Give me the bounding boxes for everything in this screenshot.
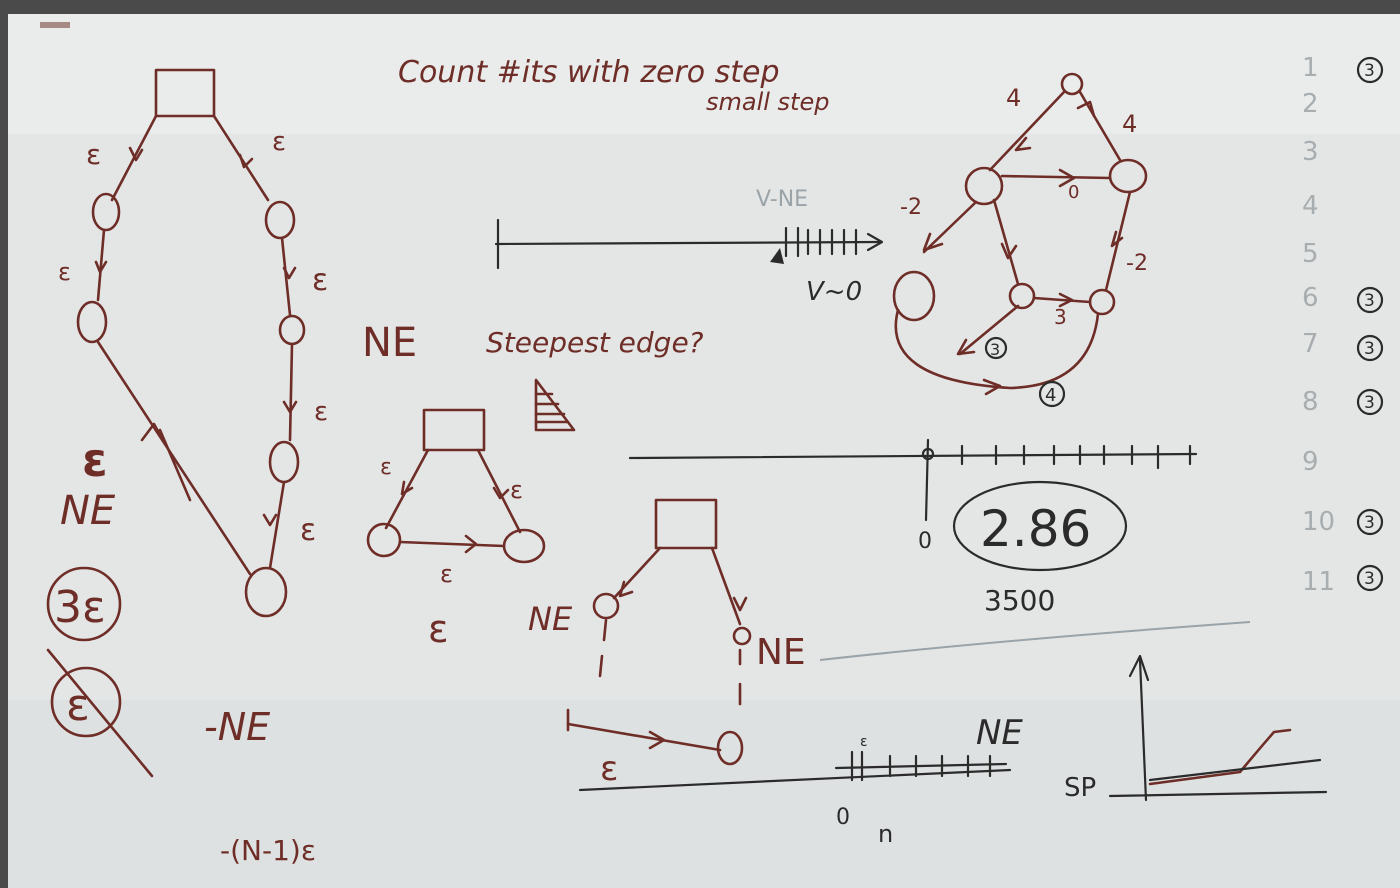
n-label: n: [878, 820, 893, 848]
circled-mark: [1356, 508, 1384, 536]
bottom-graph: [566, 498, 752, 766]
eps-label: ε: [380, 455, 392, 480]
ne-label: NE: [362, 320, 417, 366]
eps-label: ε: [314, 397, 328, 427]
circled-mark-label: 3: [1364, 393, 1375, 413]
list-number: 2: [1302, 89, 1319, 119]
eps-bottom: ε: [600, 749, 618, 789]
circled-mark: [1356, 388, 1384, 416]
list-number: 10: [1302, 507, 1335, 537]
circled-mark: [1356, 564, 1384, 592]
ne-right: NE: [756, 632, 806, 673]
list-number: 7: [1302, 329, 1319, 359]
circled-mark: [1356, 334, 1384, 362]
eps-label: ε: [58, 258, 71, 286]
steepest-edge: Steepest edge?: [486, 326, 704, 359]
neg-ne: -NE: [204, 705, 270, 749]
circled-mark-label: 3: [1364, 569, 1375, 589]
left-graph: [76, 68, 306, 618]
title-line-1: Count #its with zero step: [398, 55, 780, 90]
circled-mark-label: 3: [1364, 291, 1375, 311]
triangle-graph: [366, 408, 546, 564]
eps-label: ε: [272, 127, 286, 157]
list-number: 1: [1302, 53, 1319, 83]
weight: 4: [1006, 84, 1021, 112]
v-ne-label: V-NE: [756, 187, 808, 212]
circled-mark-label: 3: [1364, 339, 1375, 359]
list-number: 4: [1302, 191, 1319, 221]
list-number: 5: [1302, 239, 1319, 269]
ne-bottom: NE: [976, 713, 1023, 753]
eps-below: ε: [428, 607, 449, 651]
zero-bottom: 0: [836, 805, 850, 830]
circled-mark-label: 3: [1364, 61, 1375, 81]
circled-mark: [1356, 56, 1384, 84]
circled-3: 3: [990, 340, 1000, 359]
list-number: 11: [1302, 567, 1335, 597]
right-marks: 3 3 3 3 3 3: [1356, 56, 1384, 592]
list-number: 8: [1302, 387, 1319, 417]
ne-big: NE: [60, 488, 116, 534]
weight: -2: [900, 195, 922, 220]
right-graph: [892, 72, 1148, 396]
three-eps: 3ε: [54, 582, 106, 633]
zero-label: 0: [918, 529, 932, 554]
list-number: 6: [1302, 283, 1319, 313]
sp-label: SP: [1064, 773, 1096, 803]
list-number: 3: [1302, 137, 1319, 167]
value-2-86: 2.86: [980, 500, 1091, 558]
value-circle: [952, 480, 1128, 572]
circled-mark-label: 3: [1364, 513, 1375, 533]
eps-label: ε: [440, 560, 453, 588]
eps-label: ε: [86, 138, 101, 171]
v-0-label: V~0: [806, 277, 862, 307]
eps-big: ε: [82, 433, 108, 487]
neg-n1-eps: -(N-1)ε: [220, 834, 316, 867]
circled-mark: [1356, 286, 1384, 314]
circled-4: 4: [1045, 385, 1056, 406]
list-number: 9: [1302, 447, 1319, 477]
eps-tick: ε: [860, 734, 868, 750]
eps-label: ε: [300, 513, 316, 548]
weight: 0: [1068, 182, 1079, 203]
title-line-2: small step: [706, 88, 829, 116]
weight: -2: [1126, 251, 1148, 276]
eps-label: ε: [312, 263, 328, 298]
count-3500: 3500: [984, 584, 1055, 617]
weight: 3: [1054, 305, 1067, 329]
eps-label: ε: [510, 476, 523, 504]
right-number-list: 1 2 3 4 5 6 7 8 9 10 11: [1302, 53, 1335, 597]
weight: 4: [1122, 110, 1137, 138]
ne-left: NE: [528, 600, 573, 638]
